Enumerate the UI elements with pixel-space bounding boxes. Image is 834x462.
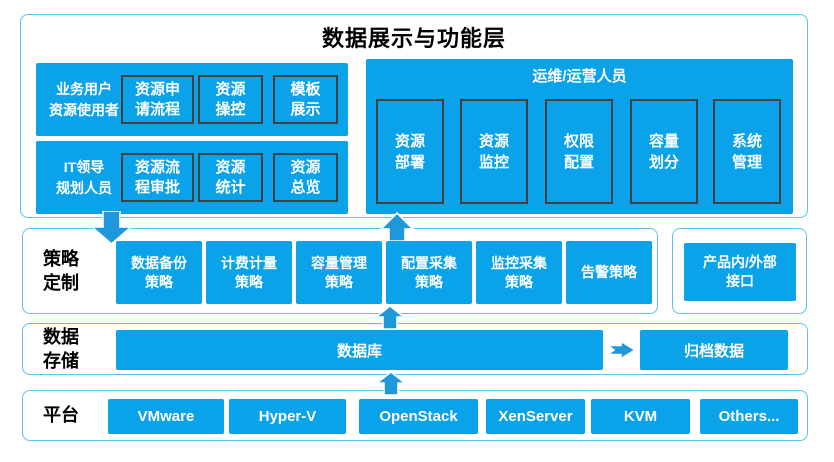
display-function-layer-panel: 数据展示与功能层 业务用户 资源使用者 资源申 请流程 资源 操控 模板 展示 …	[20, 14, 808, 218]
node-others: Others...	[700, 399, 798, 434]
node-permission-config: 权限 配置	[545, 99, 613, 204]
node-backup-policy: 数据备份 策略	[116, 241, 202, 304]
node-hyperv: Hyper-V	[229, 399, 346, 434]
node-resource-overview: 资源 总览	[273, 153, 338, 202]
node-capacity-policy: 容量管理 策略	[296, 241, 382, 304]
node-resource-statistics: 资源 统计	[198, 153, 263, 202]
node-template-display: 模板 展示	[273, 75, 338, 124]
node-billing-policy: 计费计量 策略	[206, 241, 292, 304]
node-resource-apply-flow: 资源申 请流程	[121, 75, 194, 124]
node-config-collect-policy: 配置采集 策略	[386, 241, 472, 304]
node-kvm: KVM	[591, 399, 690, 434]
up-arrow-icon	[376, 371, 406, 395]
it-leader-label: IT领导 规划人员	[56, 158, 112, 196]
up-arrow-icon	[375, 305, 405, 329]
node-resource-flow-approval: 资源流 程审批	[121, 153, 194, 202]
node-product-interface: 产品内/外部 接口	[684, 243, 796, 301]
node-archive-data: 归档数据	[640, 330, 788, 370]
policy-layer-panel: 策略 定制 数据备份 策略 计费计量 策略 容量管理 策略 配置采集 策略 监控…	[22, 228, 658, 314]
node-resource-control: 资源 操控	[198, 75, 263, 124]
node-openstack: OpenStack	[359, 399, 478, 434]
node-capacity-partition: 容量 划分	[630, 99, 698, 204]
right-arrow-icon	[608, 341, 636, 359]
storage-layer-label: 数据 存储	[43, 326, 79, 371]
node-vmware: VMware	[108, 399, 224, 434]
it-leader-block: IT领导 规划人员 资源流 程审批 资源 统计 资源 总览	[36, 141, 348, 214]
policy-row: 数据备份 策略 计费计量 策略 容量管理 策略 配置采集 策略 监控采集 策略 …	[116, 241, 652, 304]
platform-layer-panel: 平台 VMware Hyper-V OpenStack XenServer KV…	[22, 390, 808, 441]
node-alert-policy: 告警策略	[566, 241, 652, 304]
down-arrow-icon	[92, 211, 132, 245]
node-xenserver: XenServer	[486, 399, 585, 434]
node-monitor-collect-policy: 监控采集 策略	[476, 241, 562, 304]
business-user-block: 业务用户 资源使用者 资源申 请流程 资源 操控 模板 展示	[36, 63, 348, 136]
platform-layer-label: 平台	[43, 405, 79, 426]
storage-layer-panel: 数据 存储 数据库 归档数据	[22, 323, 808, 375]
ops-staff-block: 运维/运营人员 资源 部署 资源 监控 权限 配置 容量 划分 系统 管理	[366, 59, 793, 214]
node-resource-monitor: 资源 监控	[460, 99, 528, 204]
interface-panel: 产品内/外部 接口	[672, 228, 807, 314]
business-user-label: 业务用户 资源使用者	[49, 80, 119, 118]
node-system-manage: 系统 管理	[713, 99, 781, 204]
up-arrow-icon	[380, 212, 414, 241]
policy-layer-label: 策略 定制	[43, 248, 79, 293]
page-title: 数据展示与功能层	[321, 26, 506, 51]
node-resource-deploy: 资源 部署	[376, 99, 444, 204]
node-database: 数据库	[116, 330, 603, 370]
ops-staff-label: 运维/运营人员	[532, 68, 627, 85]
